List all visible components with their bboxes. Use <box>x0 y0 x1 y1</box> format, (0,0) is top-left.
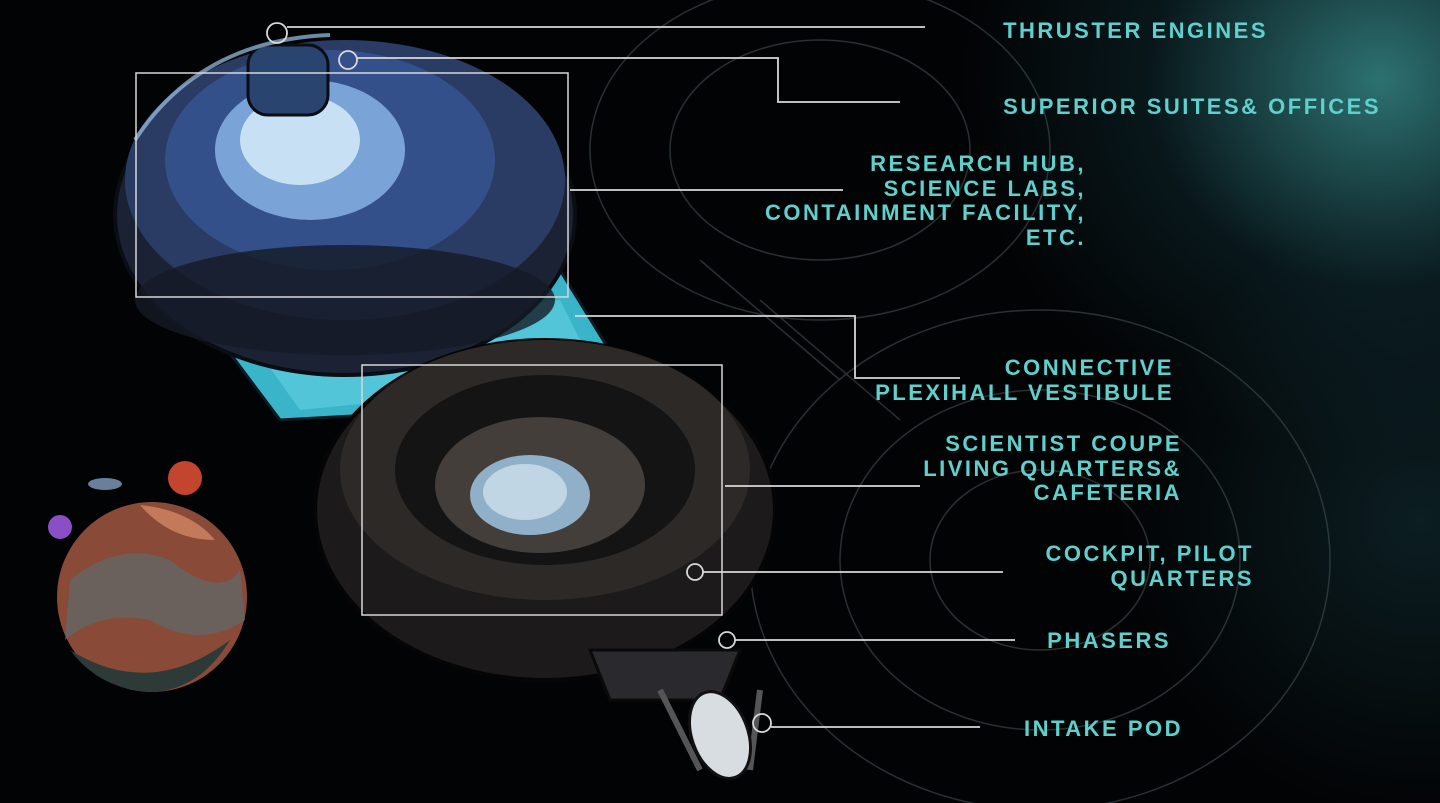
intake-pod <box>688 690 752 780</box>
label-line: COCKPIT, PILOT <box>1045 541 1254 566</box>
upper-callout-frame <box>135 72 569 298</box>
distant-ship <box>88 478 122 490</box>
label-line: CONTAINMENT FACILITY, <box>765 200 1086 225</box>
planet-large <box>57 502 247 692</box>
upper-saucer <box>113 33 577 377</box>
label-line: CONNECTIVE <box>1004 355 1174 380</box>
leader-lines <box>266 22 1015 733</box>
label-line: CAFETERIA <box>1033 480 1182 505</box>
planet-small-red <box>168 461 202 495</box>
label-intake-pod: INTAKE POD <box>1023 716 1183 741</box>
label-line: RESEARCH HUB, <box>870 151 1086 176</box>
label-cockpit: COCKPIT, PILOT QUARTERS <box>1045 541 1254 591</box>
label-scientist-coupe: SCIENTIST COUPE LIVING QUARTERS& CAFETER… <box>923 431 1182 506</box>
label-research-hub: RESEARCH HUB, SCIENCE LABS, CONTAINMENT … <box>765 151 1086 250</box>
label-line: PLEXIHALL VESTIBULE <box>875 379 1174 405</box>
label-thruster-engines: THRUSTER ENGINES <box>1003 18 1268 43</box>
lower-saucer <box>313 338 777 682</box>
label-phasers: PHASERS <box>1047 628 1171 653</box>
label-line: LIVING QUARTERS& <box>923 455 1182 481</box>
label-line: ETC. <box>1025 224 1086 250</box>
label-line: SCIENCE LABS, <box>883 175 1086 201</box>
label-connective-vestibule: CONNECTIVE PLEXIHALL VESTIBULE <box>875 355 1174 405</box>
label-line: SCIENTIST COUPE <box>945 431 1182 456</box>
label-line: QUARTERS <box>1110 565 1254 591</box>
label-superior-suites: SUPERIOR SUITES& OFFICES <box>1003 94 1381 119</box>
lower-callout-frame <box>361 364 723 616</box>
planet-small-purple <box>48 515 72 539</box>
